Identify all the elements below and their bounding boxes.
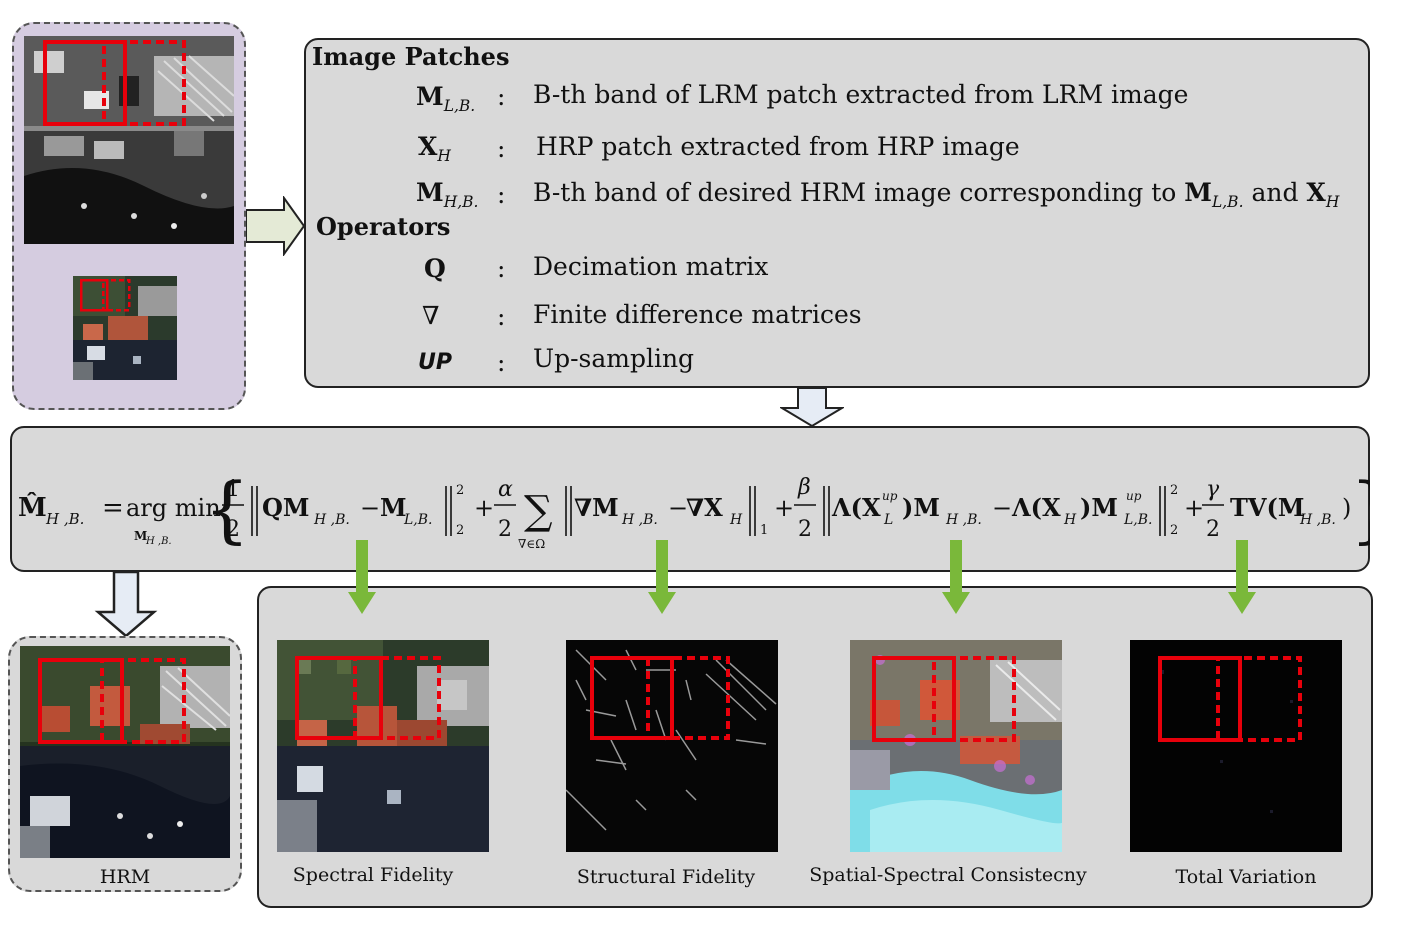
green-arrow-icon (648, 540, 676, 614)
eq-term3-sub: L (883, 512, 893, 528)
total-variation-caption: Total Variation (1175, 866, 1317, 888)
green-arrow-icon (348, 540, 376, 614)
colon: : (497, 254, 506, 283)
symbol-x-h: XH (418, 132, 451, 165)
colon: : (497, 82, 506, 111)
symbol-m-lb: ML,B. (416, 82, 476, 115)
eq-argmin: arg min (126, 494, 221, 522)
colon: : (497, 180, 506, 209)
eq-term3-rest: )M (902, 493, 940, 522)
green-arrow-icon (1228, 540, 1256, 614)
symbol-q: Q (424, 254, 446, 283)
symbol-up: UP (418, 350, 452, 375)
eq-right-brace: } (1350, 467, 1370, 551)
eq-plus1: + (474, 494, 494, 522)
eq-term2b-sub: H (729, 512, 743, 528)
eq-argmin-sub: M (134, 529, 147, 543)
objective-equation: M̂ H ,B. = arg min M H ,B. { 1 2 QM H ,B… (18, 467, 1370, 551)
eq-alpha-den: 2 (498, 517, 512, 542)
description-x-h: HRP patch extracted from HRP image (536, 132, 1020, 161)
eq-plus2: + (774, 494, 794, 522)
structural-fidelity-image (566, 640, 778, 852)
eq-sum: ∑ (524, 488, 553, 534)
spectral-fidelity-image (277, 640, 489, 852)
image-patches-title: Image Patches (312, 42, 510, 71)
description-m-lb: B-th band of LRM patch extracted from LR… (533, 80, 1189, 109)
eq-term2b: ∇X (686, 493, 723, 522)
eq-term3b-rest-sup: up (1126, 489, 1142, 503)
eq-minus2: − (668, 494, 688, 522)
colon: : (497, 302, 506, 331)
eq-tv-close: ) (1342, 494, 1351, 522)
hrm-image (20, 646, 230, 858)
total-variation-image (1130, 640, 1342, 852)
eq-term3b-rest: )M (1080, 493, 1118, 522)
hrp-image (24, 36, 234, 244)
eq-sum-sub: ∇∈Ω (518, 537, 545, 551)
right-arrow-icon (246, 196, 306, 256)
symbol-nabla: ∇ (422, 301, 440, 330)
equation-panel (10, 426, 1370, 572)
eq-minus3: − (992, 494, 1012, 522)
eq-argmin-sub-sub: H ,B. (145, 536, 172, 547)
eq-equals: = (102, 493, 124, 523)
eq-half-num: 1 (226, 477, 240, 502)
eq-term2: ∇M (574, 493, 619, 522)
hrm-caption: HRM (99, 866, 151, 888)
green-arrow-icon (942, 540, 970, 614)
eq-alpha: α (498, 477, 513, 502)
eq-term3b-sub: H (1063, 512, 1077, 528)
lrm-image (73, 276, 177, 380)
eq-norm1-sub: 1 (760, 523, 768, 538)
eq-term3-rest-sub: H ,B. (945, 512, 982, 528)
colon: : (497, 134, 506, 163)
description-q: Decimation matrix (533, 252, 769, 281)
definitions-panel (304, 38, 1370, 388)
eq-term3: Λ(X (831, 493, 881, 522)
eq-norm-sub: 2 (456, 523, 464, 538)
description-up: Up-sampling (533, 344, 695, 373)
eq-norm-sup: 2 (456, 483, 464, 498)
eq-minus1: − (360, 494, 380, 522)
eq-term3b-rest-sub: L,B. (1123, 512, 1153, 528)
structural-fidelity-caption: Structural Fidelity (576, 866, 756, 888)
eq-beta: β (797, 475, 811, 500)
eq-tv-sub: H ,B. (1299, 512, 1336, 528)
eq-left-brace: { (204, 467, 250, 551)
operators-title: Operators (316, 212, 451, 241)
spatial-spectral-consistency-caption: Spatial-Spectral Consistecny (809, 864, 1087, 886)
eq-lhs-sub: H ,B. (45, 510, 84, 528)
spectral-fidelity-caption: Spectral Fidelity (292, 864, 454, 886)
eq-term3b: Λ(X (1011, 493, 1061, 522)
eq-lhs: M̂ (18, 492, 47, 523)
eq-term1b: M (380, 493, 407, 522)
down-arrow-icon (780, 388, 844, 428)
eq-term1: QM (262, 493, 309, 522)
eq-norm3-sup: 2 (1170, 483, 1178, 498)
eq-gamma-den: 2 (1206, 517, 1220, 542)
down-arrow-icon (94, 572, 158, 638)
eq-term1b-sub: L,B. (403, 512, 433, 528)
eq-half-den: 2 (226, 517, 240, 542)
eq-norm3-sub: 2 (1170, 523, 1178, 538)
eq-term2-sub: H ,B. (621, 512, 658, 528)
eq-plus3: + (1184, 494, 1204, 522)
description-m-hb: B-th band of desired HRM image correspon… (533, 178, 1340, 211)
colon: : (497, 348, 506, 377)
spatial-spectral-consistency-image (850, 640, 1062, 852)
eq-beta-den: 2 (798, 517, 812, 542)
eq-tv: TV(M (1230, 493, 1304, 522)
symbol-m-hb: MH,B. (416, 178, 479, 211)
description-nabla: Finite difference matrices (533, 300, 862, 329)
eq-gamma: γ (1206, 477, 1220, 502)
eq-term1-sub: H ,B. (313, 512, 350, 528)
eq-term3-sup: up (882, 489, 898, 503)
